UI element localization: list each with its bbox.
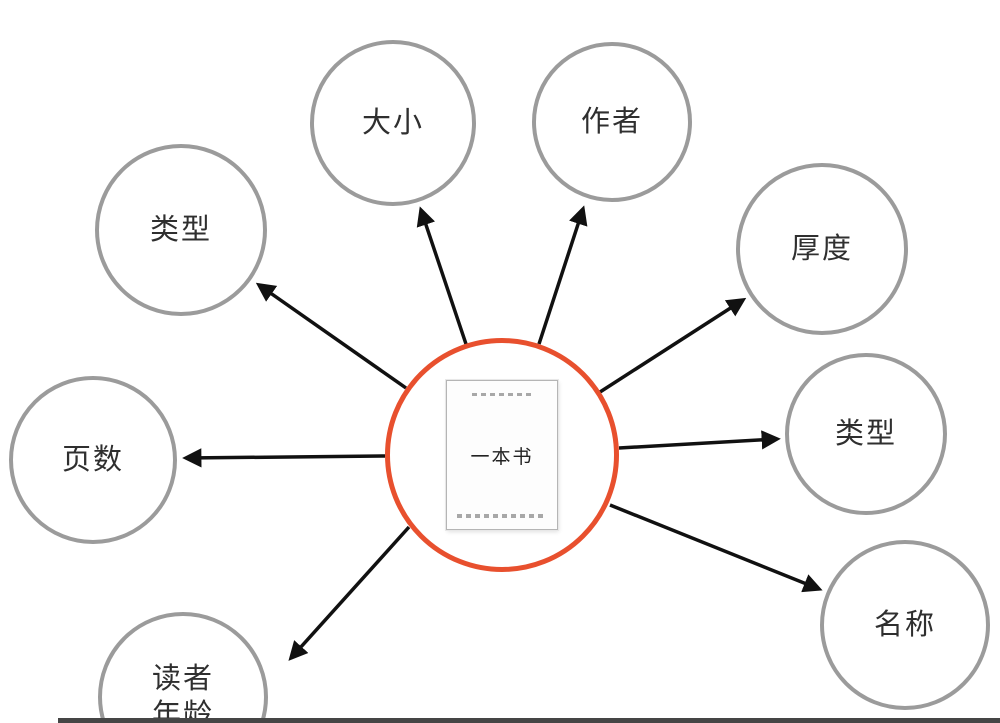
node-type-upper-left: 类型	[95, 144, 267, 316]
node-name: 名称	[820, 540, 990, 710]
center-node-label: 一本书	[470, 446, 534, 468]
arrow-to-pages	[182, 448, 386, 468]
node-size: 大小	[310, 40, 476, 206]
arrow-to-name	[609, 503, 823, 593]
book-cover-top-marks	[471, 393, 533, 396]
node-thickness: 厚度	[736, 163, 908, 335]
cropped-bottom-element-edge	[58, 718, 1000, 723]
node-type-upper-left-label: 类型	[149, 213, 212, 246]
node-thickness-label: 厚度	[790, 232, 853, 265]
book-cover-bottom-marks	[456, 514, 548, 518]
center-node-book: 一本书	[385, 338, 619, 572]
node-reader-age-label-line1: 读者	[151, 662, 214, 695]
arrow-to-author	[537, 205, 588, 345]
node-name-label: 名称	[873, 608, 936, 641]
arrow-to-size	[416, 206, 468, 345]
node-type-right: 类型	[785, 353, 947, 515]
node-size-label: 大小	[361, 106, 424, 139]
arrow-to-type-right	[618, 430, 781, 450]
book-cover-image: 一本书	[446, 380, 558, 530]
node-author-label: 作者	[580, 105, 643, 138]
arrow-to-reader-age	[288, 525, 411, 661]
node-type-right-label: 类型	[834, 417, 897, 450]
arrow-to-thickness	[599, 297, 747, 394]
node-pages: 页数	[9, 376, 177, 544]
node-pages-label: 页数	[61, 443, 124, 476]
node-author: 作者	[532, 42, 692, 202]
arrow-to-type-left	[255, 282, 408, 390]
